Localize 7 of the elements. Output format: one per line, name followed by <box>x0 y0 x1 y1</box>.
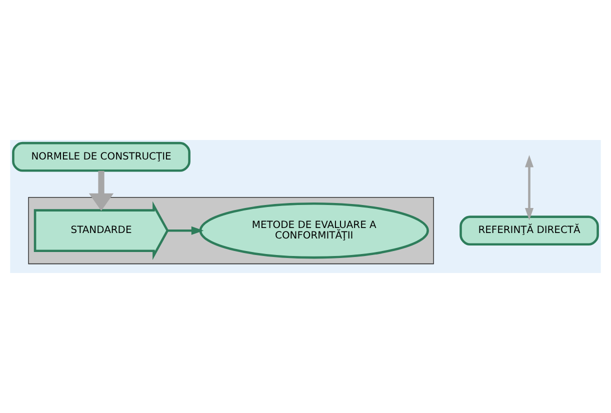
node-box: NORMELE DE CONSTRUCŢIE <box>12 142 190 172</box>
arrow <box>168 226 204 235</box>
node-box: REFERINŢĂ DIRECTĂ <box>460 216 599 246</box>
cluster <box>28 197 434 264</box>
node-ellipse: METODE DE EVALUARE A CONFORMITĂŢII <box>199 202 429 259</box>
arrow <box>88 170 114 211</box>
arrow <box>524 154 534 220</box>
